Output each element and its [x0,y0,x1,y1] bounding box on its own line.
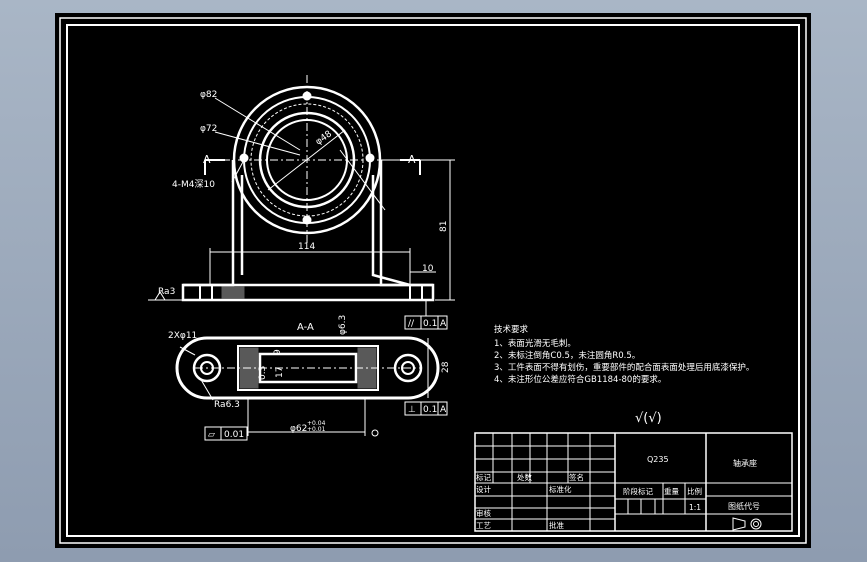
dim-28: 28 [441,361,451,373]
roughness-mark-ra3 [148,291,183,301]
tol-perp-datum: A [440,405,447,415]
tol-parallel-datum: A [440,319,447,329]
leader-ra63 [199,377,214,401]
tol-frame-perp [404,401,448,416]
dim-slot-d: φ6.3 [338,315,348,335]
tb-sign: 签名 [569,472,584,482]
section-outline [175,336,440,400]
inner-border [66,24,800,537]
notes-heading: 技术要求 [494,324,529,335]
tb-count: 处数 [517,472,532,482]
tb-material: Q235 [647,455,669,464]
tb-part-name: 轴承座 [733,458,757,468]
tol-flat-value: 0.01 [224,430,244,440]
dim-depth9: 9 [273,349,283,355]
tb-std: 标准化 [549,484,572,494]
tol-flat-symbol: ▱ [208,430,215,440]
dim-10: 10 [422,264,434,274]
dim-base35: 0.3 [258,366,268,380]
leader-d82 [214,97,301,151]
tb-design: 设计 [476,484,491,494]
front-view [148,75,455,330]
tol-parallel-value: 0.1 [423,319,437,329]
dim-d72: φ72 [200,124,217,134]
note-4: 4、未注形位公差应符合GB1184-80的要求。 [494,374,666,385]
dim-ra3: Ra3 [158,287,175,297]
tb-stage: 阶段标记 [623,486,653,496]
tol-perp-symbol: ⊥ [408,405,416,415]
dim-d62-tol-lower: +0.01 [307,426,326,433]
dim-2x11: 2Xφ11 [168,331,197,341]
tb-drawing-code: 图纸代号 [728,501,760,511]
tol-frame-flat [204,426,248,441]
leader-d72 [214,131,301,156]
section-mark-left [204,159,225,175]
tb-check: 审核 [476,508,491,518]
section-mark-a-left: A [203,153,211,166]
hole-right [365,153,375,163]
projection-symbol [732,517,762,531]
section-title: A-A [297,322,314,333]
section-mark-a-right: A [408,153,416,166]
dim-17: 17 [275,367,285,378]
roughness-symbol: √(√) [635,411,662,426]
proj-cone [732,517,746,531]
tb-approve: 批准 [549,520,564,530]
dim-81: 81 [439,221,449,232]
dim-d62-tol-upper: +0.04 [307,420,326,427]
note-1: 1、表面光滑无毛刺。 [494,338,576,349]
title-block-frame [474,432,793,532]
hole-left-sec [192,353,222,383]
tol-parallel-symbol: // [408,319,415,329]
dim-ra63: Ra6.3 [214,400,240,410]
hatch-left [221,286,245,299]
leader-2x11 [179,346,196,356]
tb-weight: 重量 [664,487,679,496]
proj-circle [750,518,762,530]
section-view [175,336,448,441]
note-2: 2、未标注倒角C0.5，未注圆角R0.5。 [494,350,640,361]
tb-mark: 标记 [476,472,491,482]
tb-craft: 工艺 [476,521,491,530]
tb-scale-label: 比例 [687,486,702,496]
title-block [474,432,793,532]
section-mark-right [400,159,421,175]
right-leg-inner [371,175,411,287]
leader-right [339,149,386,211]
tol-perp-value: 0.1 [423,405,437,415]
note-3: 3、工件表面不得有划伤，重要部件的配合面表面处理后用底漆保护。 [494,362,754,373]
drawing-background [55,13,811,548]
datum-symbol [371,429,379,437]
dim-d82: φ82 [200,90,217,100]
base-plate [181,283,435,302]
dim-114: 114 [298,242,315,252]
dim-holes: 4-M4深10 [172,179,215,190]
tb-scale: 1:1 [689,503,701,512]
leader-d48 [267,129,346,191]
outer-border [59,17,807,544]
proj-circle-inner [753,521,759,527]
dim-d62: φ62 [290,424,307,434]
